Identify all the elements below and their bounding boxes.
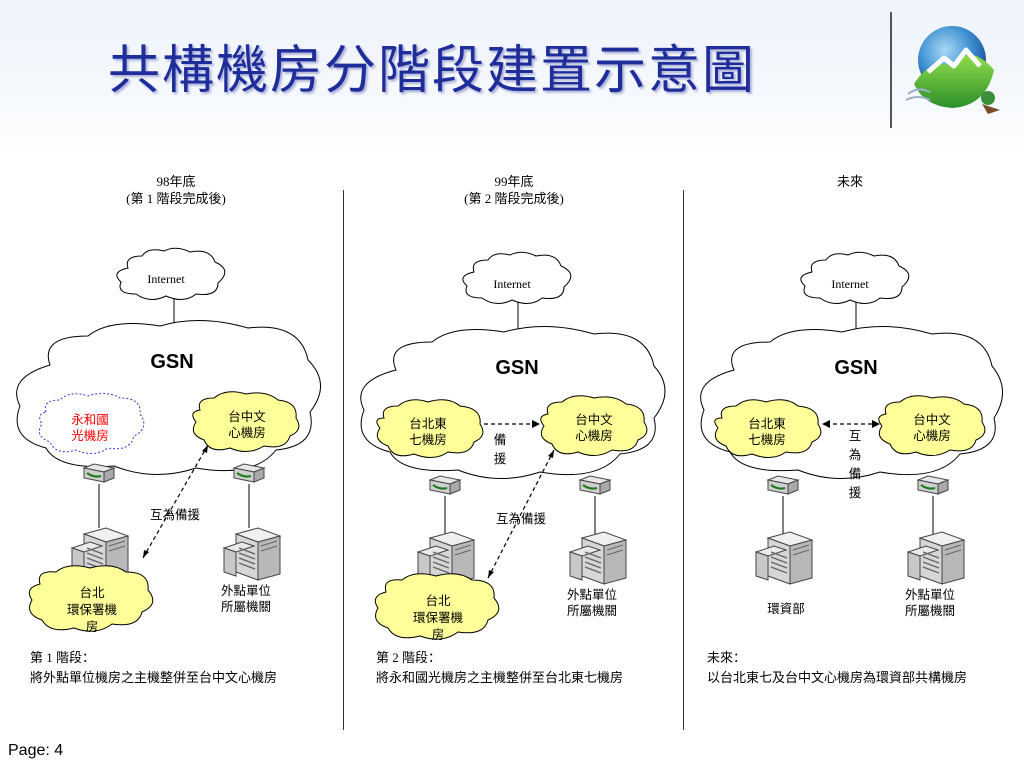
- column-1-caption-title: 第 1 階段：: [30, 650, 96, 665]
- column-2-external-label-1: 台北: [425, 593, 451, 608]
- column-1-room-a-label-1: 永和國: [71, 413, 109, 427]
- column-2-remote-label-1: 外點單位: [567, 587, 617, 602]
- column-1-backup-label: 互為備援: [150, 507, 201, 522]
- column-3-server-right-icon: [907, 531, 965, 585]
- column-2-caption: 第 2 階段： 將永和國光機房之主機整併至台北東七機房: [376, 648, 623, 688]
- column-3-mutual-backup-arrowhead-left: [822, 420, 830, 428]
- column-2-internet-cloud: [462, 251, 572, 304]
- column-2-room-b-label-2: 心機房: [575, 428, 613, 443]
- page-number: Page: 4: [8, 742, 64, 759]
- column-1-remote-label-1: 外點單位: [221, 583, 271, 598]
- column-1-room-a-label-2: 光機房: [71, 428, 109, 443]
- column-2-caption-title: 第 2 階段：: [376, 650, 442, 665]
- column-1-internet-cloud: [116, 247, 226, 300]
- column-3-switch-right-icon: [916, 474, 950, 496]
- column-3-internet-label: Internet: [831, 277, 869, 291]
- column-2-external-bubble: [374, 573, 500, 640]
- column-2-room-a-label-2: 七機房: [409, 432, 447, 447]
- column-2-heading: 99年底 (第 2 階段完成後): [414, 173, 614, 207]
- column-1-server-right-icon: [223, 527, 281, 581]
- column-1-room-b-bubble: [192, 391, 300, 452]
- column-3-room-a-bubble: [714, 399, 822, 458]
- title-divider: [890, 12, 892, 128]
- column-3-mutual-backup-arrowhead-right: [872, 420, 880, 428]
- column-1-diagram: Internet GSN 永和國 光機房 台中文 心機房 互為備援 台北 環保署…: [16, 247, 321, 634]
- column-1-heading: 98年底 (第 1 階段完成後): [76, 173, 276, 207]
- column-1-switch-right-icon: [232, 462, 266, 484]
- column-2-room-b-label-1: 台中文: [575, 412, 613, 427]
- column-2-inner-backup-label-1: 備: [494, 432, 507, 447]
- column-1-year: 98年底: [156, 174, 196, 189]
- column-2-server-right-icon: [569, 531, 627, 585]
- column-2-switch-right-icon: [578, 474, 612, 496]
- column-2-gsn-label: GSN: [495, 357, 538, 379]
- column-3-internet-cloud: [800, 251, 910, 304]
- column-3-diagram: Internet GSN 台北東 七機房 台中文 心機房 互 為 備 援 環資部…: [700, 251, 1003, 618]
- column-3-room-a-label-1: 台北東: [748, 416, 786, 431]
- header-band: [0, 0, 1024, 150]
- column-3-room-a-label-2: 七機房: [748, 432, 786, 447]
- slide-title: 共構機房分階段建置示意圖: [108, 41, 757, 101]
- column-3-mutual-backup-label-1: 互: [849, 429, 862, 443]
- column-1-stage: (第 1 階段完成後): [126, 191, 226, 206]
- column-2-caption-body: 將永和國光機房之主機整併至台北東七機房: [376, 670, 624, 685]
- column-1-internet-label: Internet: [147, 272, 185, 286]
- column-1-remote-label-2: 所屬機關: [221, 599, 271, 614]
- column-2-external-label-2: 環保署機: [413, 610, 464, 625]
- column-2-year: 99年底: [494, 174, 534, 189]
- column-2-switch-left-icon: [428, 474, 462, 496]
- column-2-room-a-bubble: [376, 399, 484, 458]
- column-3-gsn-label: GSN: [834, 357, 877, 379]
- column-1-backup-arrowhead-bottom: [143, 550, 149, 558]
- column-2-external-label-3: 房: [432, 627, 445, 642]
- column-divider-2: [683, 190, 684, 730]
- column-3-caption-body: 以台北東七及台中文心機房為環資部共構機房: [707, 670, 968, 685]
- column-1-external-bubble: [28, 565, 154, 632]
- column-2-backup-arrowhead-bottom: [488, 570, 494, 578]
- column-1-backup-arrow: [142, 444, 209, 559]
- column-3-heading: 未來: [750, 173, 950, 190]
- column-1-room-a-bubble: [38, 392, 145, 454]
- column-1-room-b-label-2: 心機房: [228, 425, 266, 440]
- column-3-room-b-label-2: 心機房: [913, 428, 951, 443]
- column-3-mutual-backup-label-3: 備: [849, 466, 862, 481]
- column-2-inner-backup-label-2: 援: [494, 452, 507, 466]
- column-2-backup-arrow: [487, 449, 555, 579]
- column-2-inner-backup-arrowhead: [532, 420, 540, 428]
- column-1-caption-body: 將外點單位機房之主機整併至台中文心機房: [30, 670, 278, 685]
- column-3-caption-title: 未來：: [707, 650, 747, 665]
- column-1-external-label-2: 環保署機: [67, 602, 118, 617]
- column-1-switch-left-icon: [82, 462, 116, 484]
- column-2-backup-label: 互為備援: [496, 511, 547, 526]
- column-3-room-b-bubble: [878, 395, 986, 456]
- column-3-mutual-backup-label-2: 為: [849, 448, 862, 462]
- column-3-epa-label: 環資部: [767, 601, 805, 616]
- agency-logo-icon: [905, 26, 1000, 114]
- column-3-remote-label-2: 所屬機關: [905, 603, 955, 618]
- column-3-caption: 未來： 以台北東七及台中文心機房為環資部共構機房: [707, 648, 967, 688]
- column-3-switch-left-icon: [766, 474, 800, 496]
- column-3-future: 未來: [836, 174, 863, 189]
- column-3-room-b-label-1: 台中文: [913, 412, 951, 427]
- column-1-room-b-label-1: 台中文: [228, 409, 266, 424]
- column-divider-1: [343, 190, 344, 730]
- column-2-room-a-label-1: 台北東: [409, 416, 447, 431]
- column-2-diagram: Internet GSN 台北東 七機房 台中文 心機房 備 援 互為備援 台北…: [360, 251, 666, 642]
- column-2-stage: (第 2 階段完成後): [464, 191, 564, 206]
- column-3-server-left-icon: [755, 531, 813, 585]
- column-3-remote-label-1: 外點單位: [905, 587, 955, 602]
- column-2-internet-label: Internet: [493, 277, 531, 291]
- column-2-room-b-bubble: [540, 395, 648, 456]
- column-1-external-label-1: 台北: [79, 585, 105, 600]
- column-1-gsn-label: GSN: [150, 351, 193, 373]
- column-1-backup-arrowhead-top: [202, 445, 208, 453]
- column-2-backup-arrowhead-top: [548, 450, 554, 458]
- column-1-external-label-3: 房: [86, 619, 99, 634]
- column-3-mutual-backup-label-4: 援: [849, 486, 862, 500]
- column-2-remote-label-2: 所屬機關: [567, 603, 617, 618]
- column-1-caption: 第 1 階段： 將外點單位機房之主機整併至台中文心機房: [30, 648, 277, 688]
